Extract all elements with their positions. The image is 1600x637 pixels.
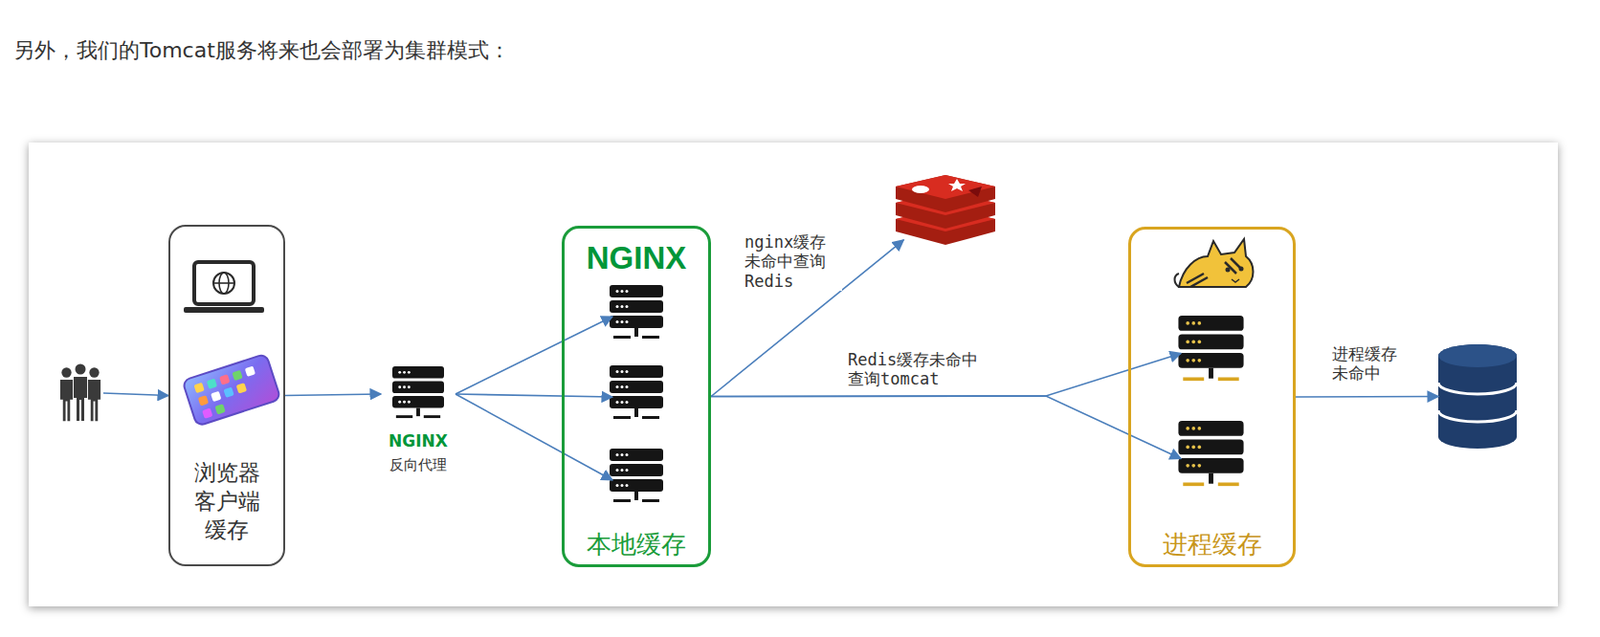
nginx-server-icon <box>609 285 664 339</box>
flow-arrow <box>711 396 1181 460</box>
flow-arrow <box>103 393 169 397</box>
database-icon <box>1438 344 1517 449</box>
redis-node <box>895 175 996 245</box>
tomcat-cluster-box: 进程缓存 <box>1128 226 1296 568</box>
flow-arrow <box>285 394 381 397</box>
logo-text: NGINX <box>586 238 688 280</box>
edge-label: Redis缓存未命中 查询tomcat <box>845 350 996 390</box>
flow-arrow <box>455 394 613 398</box>
flow-arrow <box>455 394 613 481</box>
nginx-server-icon <box>609 365 664 420</box>
node-text: 浏览器 客户端 缓存 <box>187 459 267 546</box>
flow-arrow <box>455 316 613 395</box>
database-node <box>1438 344 1517 449</box>
heading-text: 另外，我们的Tomcat服务将来也会部署为集群模式： <box>13 36 511 66</box>
nginx-server-icon <box>609 448 664 503</box>
client-cache-box: 浏览器 客户端 缓存 <box>168 224 286 567</box>
node-text: 反向代理 <box>389 456 447 476</box>
redis-icon <box>895 175 996 245</box>
node-text: 进程缓存 <box>1162 529 1263 562</box>
tomcat-server <box>1180 318 1247 389</box>
nginx-server <box>612 451 667 510</box>
tomcat-server-icon <box>1177 421 1244 487</box>
edge-label: 进程缓存 未命中 <box>1330 344 1409 384</box>
logo-text: NGINX <box>388 430 448 452</box>
nginx-server <box>612 368 667 426</box>
tomcat-server <box>1180 423 1247 494</box>
laptop-icon <box>183 262 265 313</box>
users-node <box>57 359 104 427</box>
flow-arrow <box>1295 396 1439 399</box>
nginx-cluster-box: NGINX 本地缓存 <box>561 225 712 568</box>
proxy-server-icon <box>392 366 445 419</box>
tomcat-server-icon <box>1177 315 1244 381</box>
edge-label: nginx缓存 未命中查询 Redis <box>742 232 843 291</box>
phone-icon <box>181 354 281 427</box>
people-icon <box>60 364 101 423</box>
tomcat-icon <box>1175 239 1254 288</box>
nginx-server <box>612 288 667 346</box>
node-text: 本地缓存 <box>586 529 687 562</box>
reverse-proxy-node: NGINX 反向代理 <box>380 363 456 484</box>
